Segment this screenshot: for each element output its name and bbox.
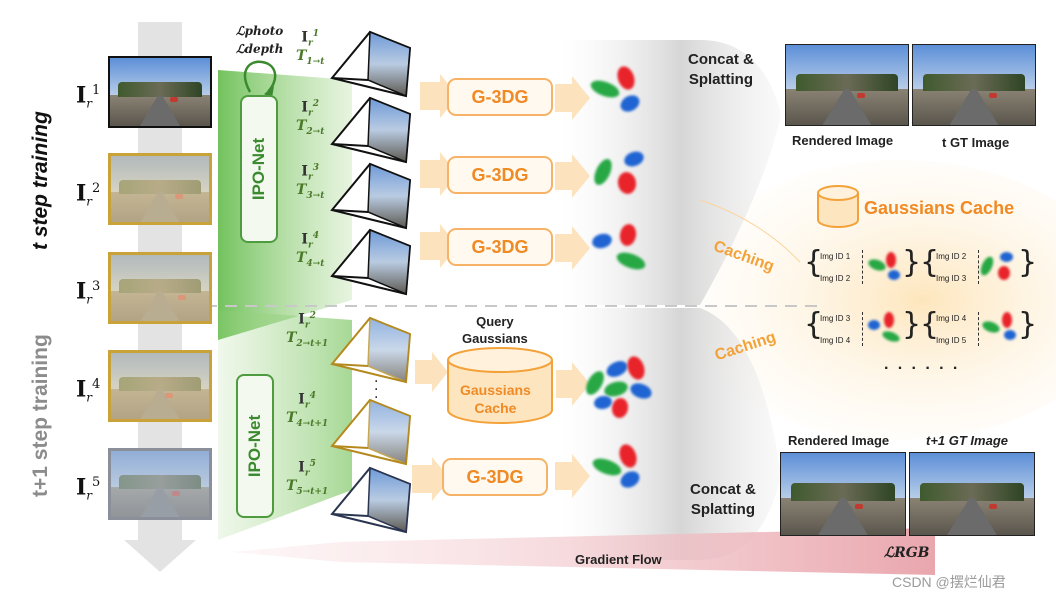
frame-label-5: Ir5 <box>76 474 101 503</box>
svg-text:·: · <box>374 374 378 390</box>
gaussians-cache-title: Gaussians Cache <box>864 198 1015 218</box>
rendered-image-bottom <box>780 452 906 536</box>
frame-image-3 <box>108 252 212 324</box>
t-gt-image-label: t GT Image <box>942 135 1010 150</box>
camera-frustum-4 <box>330 228 412 296</box>
loss-photo-label: ℒphoto <box>236 24 284 38</box>
frame-image-2 <box>108 153 212 225</box>
watermark: CSDN @摆烂仙君 <box>892 574 1006 590</box>
transform-label-7: Ir5 T5→t+1 <box>286 459 329 497</box>
t1-gt-image-label: t+1 GT Image <box>926 433 1008 448</box>
camera-frustum-2 <box>330 96 412 164</box>
transform-label-3: Ir3 T3→t <box>296 163 325 201</box>
cache-entry-3: { Img ID 3 Img ID 4 } <box>804 307 922 346</box>
camera-frustums: · · · <box>330 30 412 534</box>
transform-label-5: Ir2 T2→t+1 <box>286 311 329 349</box>
rendered-image-bottom-label: Rendered Image <box>788 433 890 448</box>
gt-image-top <box>912 44 1036 126</box>
g3dg-box-2: G-3DG <box>447 156 553 194</box>
camera-frustum-1 <box>330 30 412 98</box>
gaussians-cache-cylinder-icon <box>817 185 859 228</box>
svg-text:·: · <box>374 382 378 398</box>
svg-text:·: · <box>374 390 378 406</box>
ipo-net-bottom: IPO-Net <box>236 374 274 518</box>
frame-label-3: Ir3 <box>76 278 101 307</box>
center-gaussians-cache-cylinder <box>447 347 553 424</box>
camera-frustum-6 <box>330 398 412 466</box>
frame-label-2: Ir2 <box>76 180 101 209</box>
transform-label-6: Ir4 T4→t+1 <box>286 391 329 429</box>
frame-image-1 <box>108 56 212 128</box>
frame-image-4 <box>108 350 212 422</box>
camera-frustum-7 <box>330 466 412 534</box>
concat-splatting-top: Concat & Splatting <box>688 51 754 89</box>
gradient-flow-label: Gradient Flow <box>575 552 662 567</box>
g3dg-box-3: G-3DG <box>447 228 553 266</box>
loss-depth-label: ℒdepth <box>236 42 284 56</box>
query-gaussians-label: Query Gaussians <box>462 314 528 346</box>
center-gaussians-cache-label: Gaussians Cache <box>460 382 531 417</box>
cache-ellipsis: · · · · · · <box>884 360 961 377</box>
cache-entry-1: { Img ID 1 Img ID 2 } <box>804 245 922 284</box>
g3dg-box-1: G-3DG <box>447 78 553 116</box>
transform-label-2: Ir2 T2→t <box>296 99 325 137</box>
camera-frustum-3 <box>330 162 412 230</box>
frame-label-1: Ir1 <box>76 82 101 111</box>
cache-entry-2: { Img ID 2 Img ID 3 } <box>920 245 1038 284</box>
transform-label-1: Ir1 T1→t <box>296 29 325 67</box>
t-step-training-title: t step training <box>29 111 52 250</box>
concat-splatting-bottom: Concat & Splatting <box>690 481 756 519</box>
cache-entry-4: { Img ID 4 Img ID 5 } <box>920 307 1038 346</box>
ipo-net-top: IPO-Net <box>240 95 278 243</box>
g3dg-box-4: G-3DG <box>442 458 548 496</box>
rendered-image-top-label: Rendered Image <box>792 133 894 148</box>
loss-rgb-label: ℒRGB <box>884 545 930 561</box>
camera-frustum-5 <box>330 316 412 384</box>
t1-step-training-title: t+1 step training <box>29 334 52 497</box>
transform-label-4: Ir4 T4→t <box>296 231 325 269</box>
rendered-image-top <box>785 44 909 126</box>
gt-image-bottom <box>909 452 1035 536</box>
frame-label-4: Ir4 <box>76 376 101 405</box>
frame-image-5 <box>108 448 212 520</box>
